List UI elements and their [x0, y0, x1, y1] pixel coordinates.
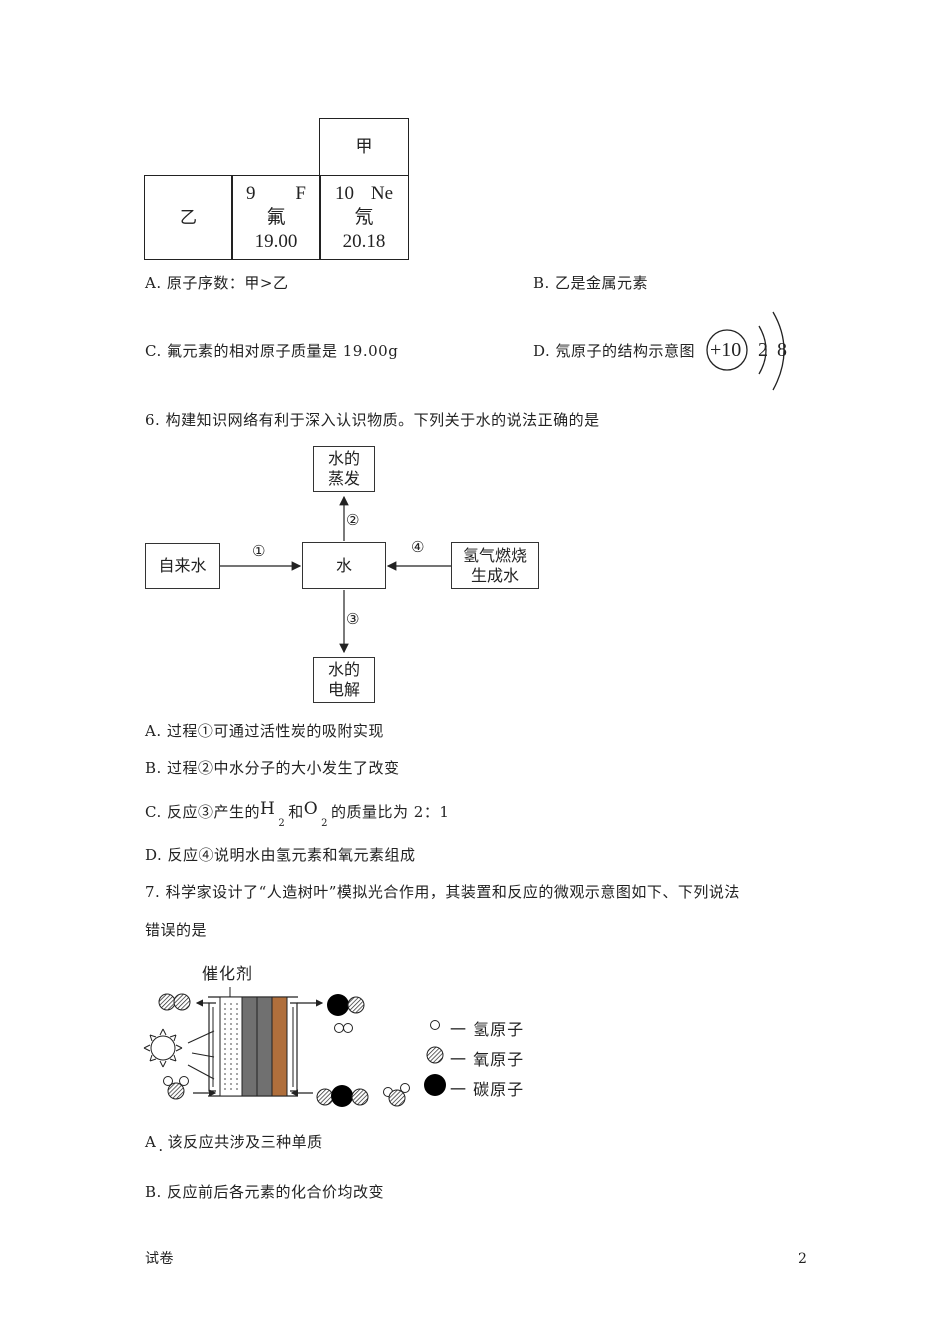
cell-yi-label: 乙	[180, 207, 197, 228]
neon-atom-structure-diagram: +10 2 8	[703, 304, 803, 399]
option-c-and: 和	[288, 803, 304, 821]
atomic-number: 9	[246, 182, 256, 204]
q7-stem-line1: 7. 科学家设计了“人造树叶”模拟光合作用，其装置和反应的微观示意图如下、下列说…	[145, 883, 740, 901]
sun-icon	[143, 1028, 183, 1068]
q5-option-c: C. 氟元素的相对原子质量是 19.00g	[145, 342, 399, 360]
element-symbol: F	[295, 182, 306, 204]
oxygen-atom-icon	[426, 1046, 444, 1064]
q6-option-d: D. 反应④说明水由氢元素和氧元素组成	[145, 846, 416, 864]
atomic-mass: 20.18	[342, 230, 386, 252]
formula-o: O	[303, 799, 319, 819]
hydrogen-atom-icon	[430, 1020, 440, 1030]
q6-option-c: C. 反应③产生的H2和O2的质量比为 2：1	[145, 800, 450, 829]
box-electrolysis-line1: 水的	[327, 660, 360, 679]
q7-option-b: B. 反应前后各元素的化合价均改变	[145, 1183, 385, 1201]
box-electrolysis: 水的 电解	[313, 657, 375, 703]
carbon-atom-icon	[424, 1074, 446, 1096]
cell-neon: 10 Ne 氖 20.18	[319, 175, 409, 260]
q5-option-a: A. 原子序数：甲>乙	[145, 274, 289, 292]
label-process-3: ③	[346, 610, 360, 628]
shell-1-electrons: 2	[758, 339, 768, 361]
cell-jia: 甲	[319, 118, 409, 176]
option-a-text: 该反应共涉及三种单质	[167, 1133, 323, 1151]
catalyst-label: 催化剂	[202, 964, 254, 983]
box-hydrogen-combustion: 氢气燃烧 生成水	[451, 542, 539, 589]
q6-option-b: B. 过程②中水分子的大小发生了改变	[145, 759, 400, 777]
element-name: 氟	[266, 206, 286, 228]
q5-option-b: B. 乙是金属元素	[533, 274, 649, 292]
flow-arrows	[219, 495, 452, 654]
cell-yi: 乙	[144, 175, 233, 260]
box-hydrogen-combustion-line2: 生成水	[470, 565, 519, 585]
box-electrolysis-line2: 电解	[327, 680, 360, 699]
option-c-suffix: 的质量比为 2：1	[331, 803, 450, 821]
page-number: 2	[798, 1251, 808, 1267]
box-evaporation-line1: 水的	[327, 449, 360, 468]
atomic-mass: 19.00	[254, 230, 298, 252]
box-hydrogen-combustion-line1: 氢气燃烧	[462, 545, 527, 565]
box-evaporation-line2: 蒸发	[327, 469, 360, 488]
box-water-label: 水	[335, 555, 352, 575]
shell-2-electrons: 8	[777, 339, 787, 361]
cell-jia-label: 甲	[355, 137, 373, 157]
atom-shells-icon	[706, 311, 785, 391]
label-process-1: ①	[252, 542, 266, 560]
cell-fluorine: 9 F 氟 19.00	[231, 175, 321, 260]
box-tap-water: 自来水	[145, 543, 220, 589]
legend-hydrogen: 一 氢原子	[450, 1020, 525, 1039]
box-tap-water-label: 自来水	[158, 556, 207, 575]
gray-plate	[241, 996, 258, 1097]
legend-oxygen: 一 氧原子	[450, 1050, 525, 1069]
label-process-2: ②	[346, 511, 360, 529]
footer-label: 试卷	[145, 1251, 174, 1267]
option-a-letter: A	[145, 1133, 157, 1151]
legend-carbon: 一 碳原子	[450, 1080, 525, 1099]
box-evaporation: 水的 蒸发	[313, 446, 375, 492]
subscript-2: 2	[321, 818, 329, 829]
q6-option-a: A. 过程①可通过活性炭的吸附实现	[145, 722, 384, 740]
q5-option-d: D. 氖原子的结构示意图	[533, 342, 696, 360]
formula-h: H	[259, 799, 276, 819]
label-process-4: ④	[411, 538, 425, 556]
q7-stem-line2: 错误的是	[145, 921, 208, 939]
subscript-2: 2	[278, 818, 286, 829]
element-name: 氖	[354, 206, 374, 228]
nucleus-charge: +10	[710, 339, 742, 361]
element-symbol: Ne	[370, 182, 393, 204]
option-c-prefix: C. 反应③产生的	[145, 803, 260, 821]
q6-stem: 6. 构建知识网络有利于深入认识物质。下列关于水的说法正确的是	[145, 411, 600, 429]
box-water: 水	[302, 542, 386, 589]
atomic-number: 10	[335, 182, 354, 204]
artificial-leaf-svg	[143, 987, 446, 1107]
q7-option-a: A·该反应共涉及三种单质	[145, 1133, 323, 1159]
